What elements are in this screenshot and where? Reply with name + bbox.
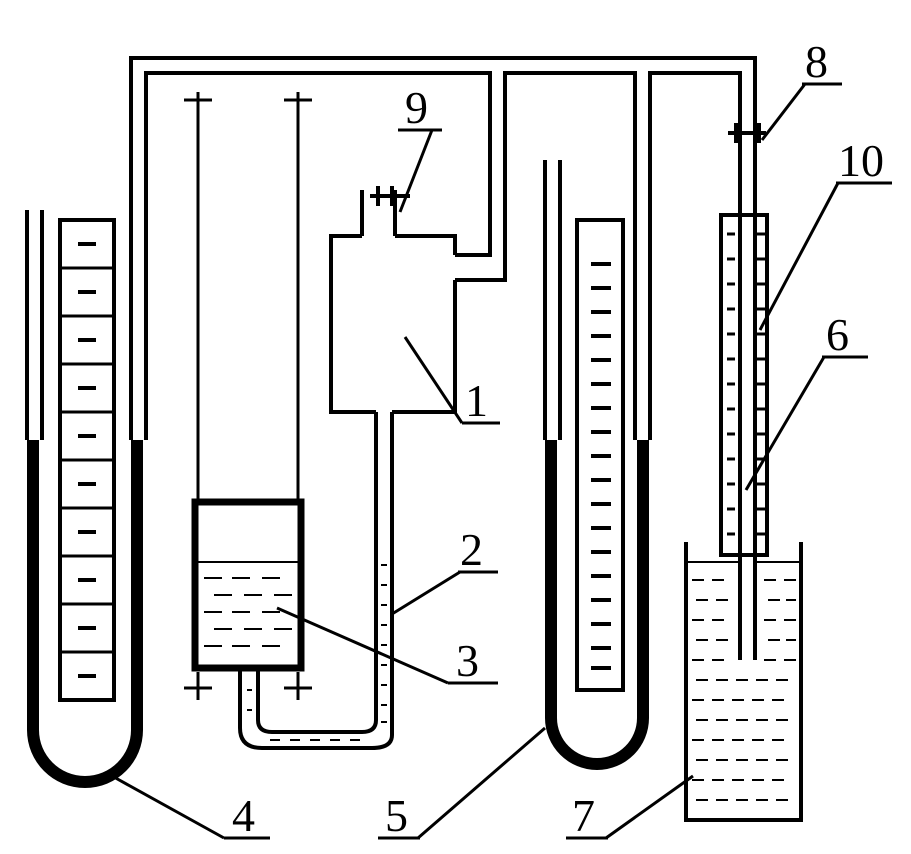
label-2: 2	[460, 524, 483, 575]
vessel-1	[329, 190, 457, 414]
valve-9	[370, 186, 410, 206]
label-10: 10	[838, 135, 884, 186]
leader-lines	[111, 82, 892, 840]
reservoir-3	[184, 92, 312, 700]
label-1: 1	[465, 375, 488, 426]
cup-7	[684, 542, 803, 822]
connecting-tube-network	[129, 56, 757, 660]
label-7: 7	[572, 790, 595, 841]
scale-10	[719, 213, 769, 557]
label-5: 5	[385, 790, 408, 841]
u-tube-2	[238, 412, 394, 750]
label-3: 3	[456, 635, 479, 686]
label-6: 6	[826, 309, 849, 360]
manometer-4	[25, 210, 143, 788]
label-8: 8	[805, 36, 828, 87]
label-9: 9	[405, 82, 428, 133]
manometer-5	[543, 160, 649, 770]
label-4: 4	[232, 790, 255, 841]
valve-8	[728, 123, 766, 143]
